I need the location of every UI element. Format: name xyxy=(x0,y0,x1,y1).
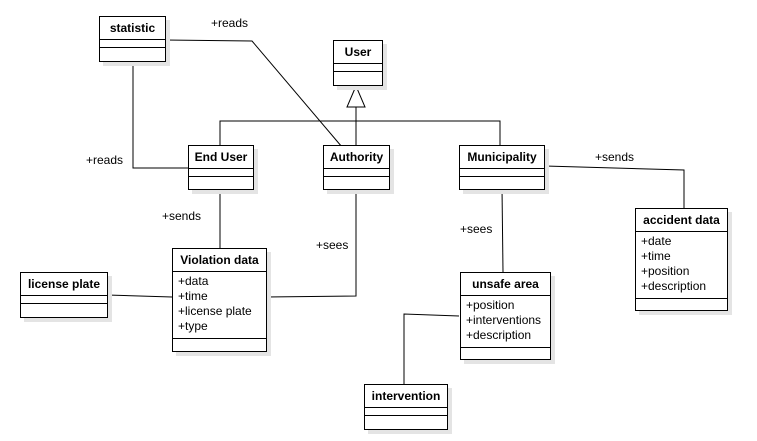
class-authority[interactable]: Authority xyxy=(323,145,390,190)
attribute-compartment xyxy=(21,295,107,303)
class-violation-data[interactable]: Violation data +data +time +license plat… xyxy=(172,248,267,352)
class-name: User xyxy=(344,45,372,59)
attribute: +time xyxy=(641,249,671,263)
association-licenseplate-violation xyxy=(106,294,173,298)
label-reads-top: +reads xyxy=(211,16,249,30)
association-statistic-enduser xyxy=(132,61,188,169)
class-unsafe-area[interactable]: unsafe area +position +interventions +de… xyxy=(460,272,551,360)
class-name: accident data xyxy=(643,213,720,227)
association-statistic-authority xyxy=(164,39,343,148)
class-end-user[interactable]: End User xyxy=(188,145,254,190)
class-municipality[interactable]: Municipality xyxy=(459,145,545,190)
class-name: Authority xyxy=(329,150,384,164)
class-intervention[interactable]: intervention xyxy=(364,384,448,430)
class-accident-data[interactable]: accident data +date +time +position +des… xyxy=(635,208,728,311)
class-name: Municipality xyxy=(467,150,537,164)
attribute: +position xyxy=(466,298,515,312)
attribute-compartment xyxy=(334,63,382,71)
attribute: +description xyxy=(641,279,707,293)
label-sends-municipality: +sends xyxy=(595,150,635,164)
attribute: +position xyxy=(641,264,690,278)
attribute-compartment xyxy=(460,168,544,176)
attribute: +license plate xyxy=(178,304,252,318)
operation-compartment xyxy=(173,338,266,346)
attribute-compartment xyxy=(189,168,253,176)
association-municipality-accident xyxy=(544,165,685,209)
attribute-compartment xyxy=(365,407,447,415)
operation-compartment xyxy=(189,176,253,184)
class-name: Violation data xyxy=(180,253,259,267)
attribute-compartment xyxy=(324,168,389,176)
label-sees-municipality: +sees xyxy=(460,222,493,236)
association-municipality-unsafe xyxy=(501,187,504,273)
class-name: license plate xyxy=(27,277,101,291)
attribute-compartment: +position +interventions +description xyxy=(461,295,550,347)
operation-compartment xyxy=(365,415,447,423)
attribute-compartment: +data +time +license plate +type xyxy=(173,271,266,338)
attribute-compartment xyxy=(100,39,165,47)
label-reads-left: +reads xyxy=(86,153,124,167)
attribute: +interventions xyxy=(466,313,542,327)
class-statistic[interactable]: statistic xyxy=(99,16,166,62)
operation-compartment xyxy=(461,347,550,355)
operation-compartment xyxy=(21,303,107,311)
attribute: +time xyxy=(178,289,208,303)
generalization-enduser xyxy=(219,120,501,146)
class-name: intervention xyxy=(371,389,441,403)
attribute: +description xyxy=(466,328,532,342)
association-authority-violation xyxy=(265,188,357,298)
attribute-compartment: +date +time +position +description xyxy=(636,231,727,298)
association-unsafe-intervention xyxy=(403,313,460,384)
label-sends-enduser: +sends xyxy=(162,209,202,223)
attribute: +date xyxy=(641,234,672,248)
class-license-plate[interactable]: license plate xyxy=(20,272,108,318)
label-sees-authority: +sees xyxy=(316,238,349,252)
operation-compartment xyxy=(636,298,727,306)
class-name: End User xyxy=(194,150,248,164)
operation-compartment xyxy=(460,176,544,184)
attribute: +data xyxy=(178,274,209,288)
class-name: statistic xyxy=(109,21,156,35)
generalization-arrowhead xyxy=(346,84,366,108)
class-user[interactable]: User xyxy=(333,40,383,86)
operation-compartment xyxy=(334,71,382,79)
attribute: +type xyxy=(178,319,208,333)
operation-compartment xyxy=(324,176,389,184)
class-name: unsafe area xyxy=(472,277,539,291)
operation-compartment xyxy=(100,47,165,55)
